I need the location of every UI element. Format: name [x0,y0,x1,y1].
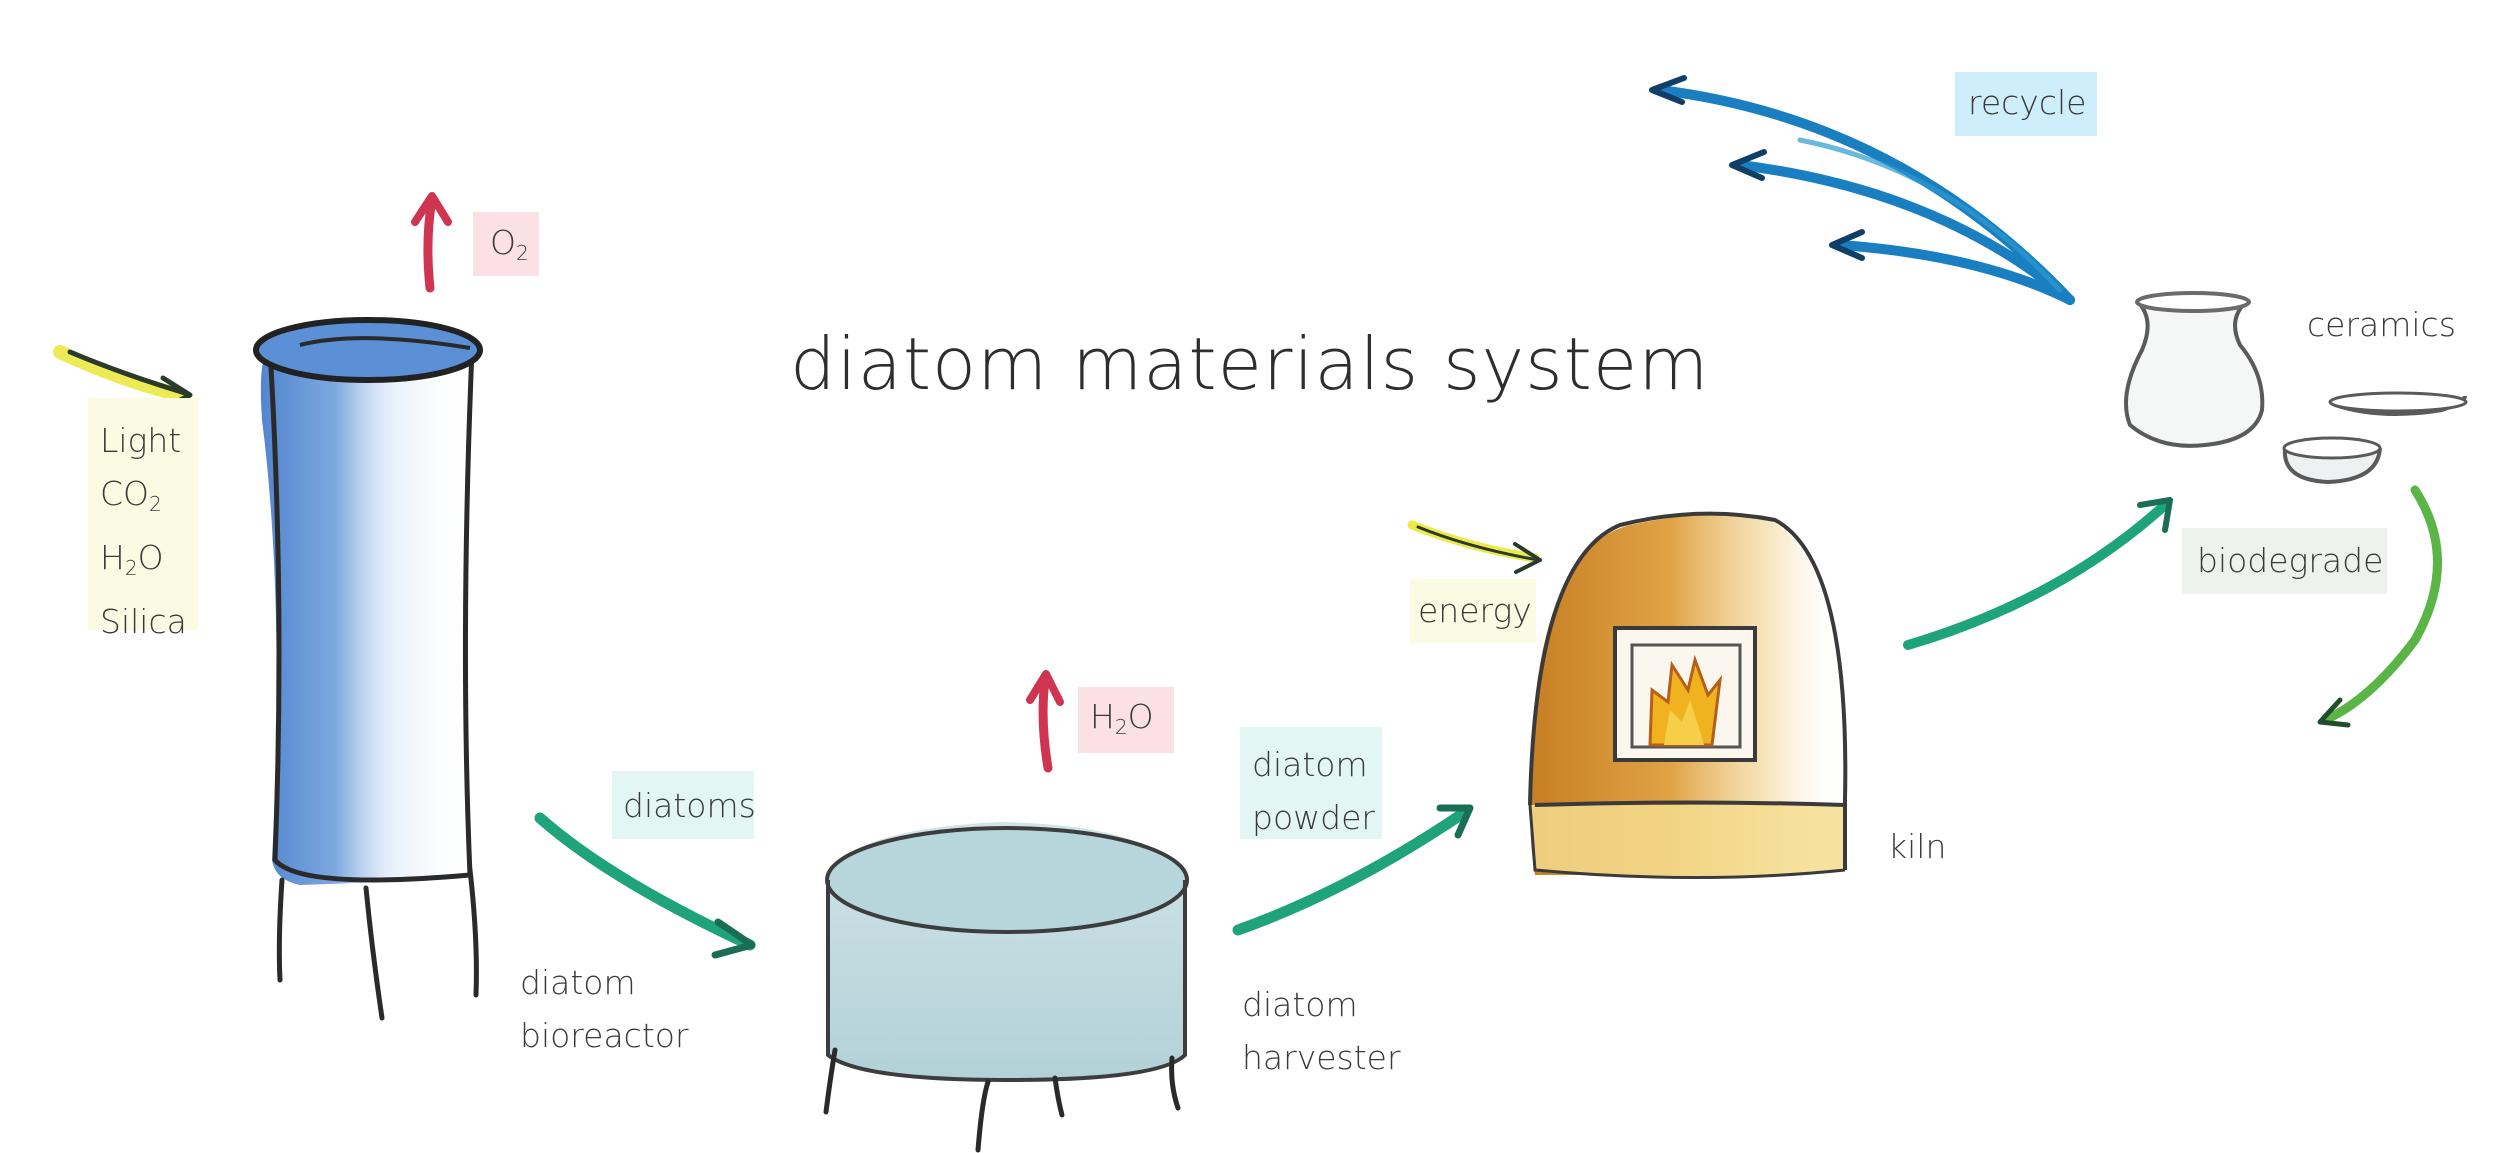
diatoms-box [612,771,754,839]
flow-biodegrade-label: biodegrade [2197,541,2384,580]
inputs-list: Light CO2 H2O Silica [100,414,187,648]
output-h2o: H2O [1090,697,1154,739]
arrow-biodegrade [2317,485,2442,728]
inputs-box [88,398,198,630]
kiln-label: kiln [1888,827,1947,866]
output-o2: O2 [490,223,529,265]
ceramics-label: ceramics [2307,305,2456,344]
bioreactor-label: diatom bioreactor [520,963,689,1055]
energy-box [1410,579,1536,643]
flow-powder-label: diatom powder [1252,745,1375,837]
arrow-output-o2 [411,192,452,293]
flow-energy-label: energy [1418,591,1532,630]
bioreactor-drawing [253,317,483,1021]
ceramics-drawing [2124,291,2468,485]
arrow-energy [1407,520,1542,574]
biodegrade-box [2182,528,2387,594]
arrow-output-h2o [1026,670,1064,773]
input-silica: Silica [100,602,187,641]
powder-box [1240,727,1382,839]
input-light: Light [100,421,182,460]
o2-box [473,212,539,276]
input-co2: CO2 [100,474,162,516]
arrow-kiln-to-ceramics [1903,497,2173,650]
flow-diatoms-label: diatoms [623,786,756,825]
input-h2o: H2O [100,538,164,580]
recycle-box [1955,72,2097,136]
h2o-box [1078,687,1174,753]
arrows-recycle [1649,75,2075,305]
flow-recycle-label: recycle [1968,83,2087,122]
arrow-diatoms [534,812,756,959]
kiln-drawing [1528,511,1848,879]
arrow-powder [1232,804,1474,936]
diagram-title: diatom materials system [790,322,1710,406]
harvester-drawing [823,822,1189,1153]
harvester-label: diatom harvester [1242,985,1401,1077]
